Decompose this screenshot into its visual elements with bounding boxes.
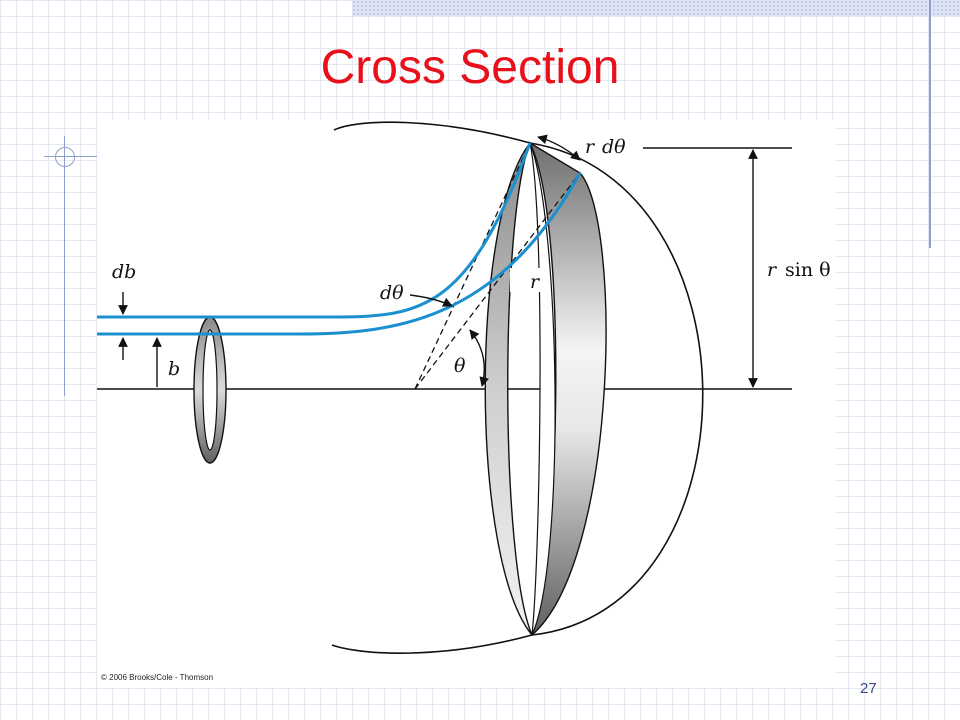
top-decorative-bar	[352, 0, 960, 16]
left-vertical-rule	[64, 136, 65, 396]
label-rsin-theta: sin θ	[785, 259, 831, 281]
label-theta: θ	[454, 355, 466, 377]
trajectory-upper	[97, 142, 532, 319]
dashed-radius-1	[414, 142, 531, 390]
label-b: b	[168, 358, 180, 380]
dtheta-leader	[409, 294, 453, 307]
label-dtheta: dθ	[380, 282, 404, 304]
r-label-box	[510, 268, 544, 292]
slide-title: Cross Section	[320, 41, 620, 94]
theta-arc	[469, 329, 489, 387]
label-r-radius: r	[530, 271, 541, 293]
r-dtheta-arrow	[537, 134, 581, 161]
trajectory-lower	[97, 172, 582, 336]
dashed-radius-2	[414, 172, 581, 390]
impact-ring-inner	[202, 329, 218, 451]
label-db: db	[112, 261, 136, 283]
copyright-notice: © 2006 Brooks/Cole - Thomson	[101, 673, 214, 682]
sphere-outline	[331, 121, 704, 654]
label-r-dtheta-rest: dθ	[602, 136, 626, 158]
label-r-dtheta-r: r	[585, 136, 596, 158]
page-number: 27	[860, 680, 877, 697]
right-vertical-rule	[929, 0, 931, 248]
label-rsin-r: r	[767, 259, 778, 281]
left-rule-circle	[55, 147, 75, 167]
